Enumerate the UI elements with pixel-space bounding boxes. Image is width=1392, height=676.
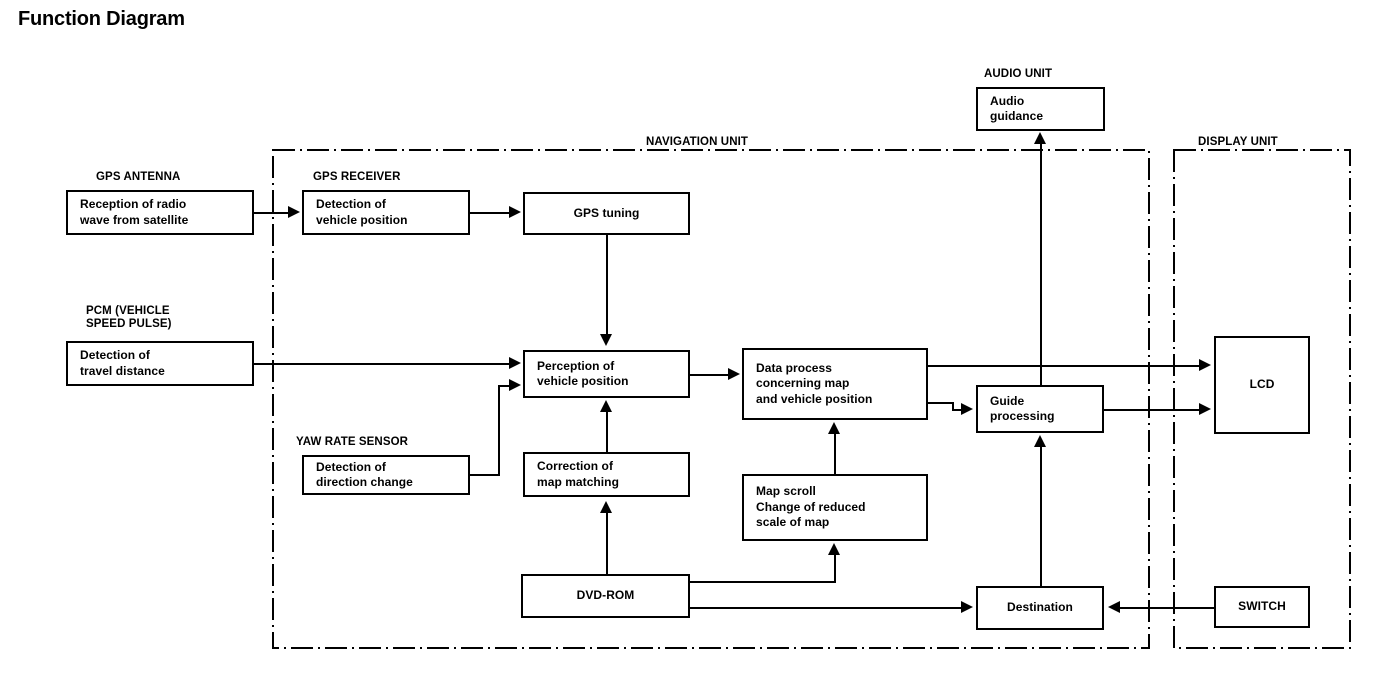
- node-gps-tuning-label: GPS tuning: [573, 205, 640, 220]
- edge-yaw-to-perception-v: [498, 385, 500, 476]
- edge-dvd-to-correction-line: [606, 513, 608, 575]
- node-correction-label: Correction of map matching: [537, 459, 619, 489]
- node-pcm-label: Detection of travel distance: [80, 348, 165, 378]
- node-audio-guidance[interactable]: Audio guidance: [976, 87, 1105, 131]
- edge-correction-to-perception-line: [606, 412, 608, 452]
- edge-mapscroll-to-dataprocess-arrow: [828, 422, 840, 434]
- node-gps-receiver-label: Detection of vehicle position: [316, 197, 408, 227]
- edge-dvd-to-mapscroll-h: [690, 581, 836, 583]
- edge-guide-to-lcd-arrow: [1199, 403, 1211, 415]
- node-map-scroll-label: Map scroll Change of reduced scale of ma…: [756, 484, 866, 530]
- node-gps-receiver[interactable]: Detection of vehicle position: [302, 190, 470, 235]
- edge-pcm-to-perception-line: [254, 363, 510, 365]
- edge-yaw-to-perception-arrow: [509, 379, 521, 391]
- edge-dataprocess-to-guide-h1: [928, 402, 954, 404]
- node-data-process-label: Data process concerning map and vehicle …: [756, 360, 873, 406]
- node-gps-antenna-label: Reception of radio wave from satellite: [80, 197, 189, 227]
- node-guide-processing[interactable]: Guide processing: [976, 385, 1104, 433]
- caption-gps-receiver: GPS RECEIVER: [313, 171, 401, 183]
- edge-dataprocess-to-guide-h2: [952, 409, 962, 411]
- edge-receiver-to-tuning-arrow: [509, 206, 521, 218]
- edge-correction-to-perception-arrow: [600, 400, 612, 412]
- edge-dataprocess-to-guide-arrow: [961, 403, 973, 415]
- edge-dataprocess-to-lcd-line: [928, 365, 1200, 367]
- caption-gps-antenna: GPS ANTENNA: [96, 171, 181, 183]
- edge-yaw-to-perception-h2: [498, 385, 512, 387]
- edge-guide-to-lcd-line: [1104, 409, 1200, 411]
- group-label-display-unit: DISPLAY UNIT: [1198, 136, 1278, 148]
- edge-dataprocess-to-guide-v: [952, 402, 954, 411]
- edge-pcm-to-perception-arrow: [509, 357, 521, 369]
- node-perception[interactable]: Perception of vehicle position: [523, 350, 690, 398]
- edge-dvd-to-mapscroll-arrow: [828, 543, 840, 555]
- edge-guide-to-audio-arrow: [1034, 132, 1046, 144]
- node-destination[interactable]: Destination: [976, 586, 1104, 630]
- edge-dvd-to-correction-arrow: [600, 501, 612, 513]
- node-destination-label: Destination: [1007, 600, 1073, 615]
- edge-antenna-to-receiver-arrow: [288, 206, 300, 218]
- edge-perception-to-dataprocess-arrow: [728, 368, 740, 380]
- node-correction[interactable]: Correction of map matching: [523, 452, 690, 497]
- node-pcm[interactable]: Detection of travel distance: [66, 341, 254, 386]
- edge-destination-to-guide-line: [1040, 447, 1042, 586]
- group-label-audio-unit: AUDIO UNIT: [984, 68, 1053, 80]
- edge-switch-to-destination-line: [1120, 607, 1214, 609]
- edge-perception-to-dataprocess-line: [690, 374, 730, 376]
- edge-dvd-to-destination-line: [690, 607, 962, 609]
- node-data-process[interactable]: Data process concerning map and vehicle …: [742, 348, 928, 420]
- page-title: Function Diagram: [18, 8, 185, 30]
- edge-dataprocess-to-lcd-arrow: [1199, 359, 1211, 371]
- caption-pcm: PCM (VEHICLE SPEED PULSE): [86, 305, 172, 331]
- edge-antenna-to-receiver-line: [254, 212, 290, 214]
- caption-yaw-rate-sensor: YAW RATE SENSOR: [296, 436, 409, 448]
- edge-guide-to-audio-line: [1040, 144, 1042, 385]
- node-dvd-rom-label: DVD-ROM: [576, 588, 635, 603]
- node-map-scroll[interactable]: Map scroll Change of reduced scale of ma…: [742, 474, 928, 541]
- node-lcd-label: LCD: [1249, 377, 1275, 392]
- edge-dvd-to-destination-arrow: [961, 601, 973, 613]
- node-gps-tuning[interactable]: GPS tuning: [523, 192, 690, 235]
- edge-mapscroll-to-dataprocess-line: [834, 434, 836, 474]
- node-lcd[interactable]: LCD: [1214, 336, 1310, 434]
- edge-dvd-to-mapscroll-v: [834, 555, 836, 583]
- node-switch-label: SWITCH: [1238, 599, 1286, 614]
- node-yaw-rate-sensor[interactable]: Detection of direction change: [302, 455, 470, 495]
- edge-destination-to-guide-arrow: [1034, 435, 1046, 447]
- node-gps-antenna[interactable]: Reception of radio wave from satellite: [66, 190, 254, 235]
- node-perception-label: Perception of vehicle position: [537, 358, 629, 388]
- edge-tuning-to-perception-line: [606, 235, 608, 335]
- group-label-navigation-unit: NAVIGATION UNIT: [646, 136, 749, 148]
- node-guide-processing-label: Guide processing: [990, 393, 1055, 423]
- edge-tuning-to-perception-arrow: [600, 334, 612, 346]
- edge-switch-to-destination-arrow: [1108, 601, 1120, 613]
- node-audio-guidance-label: Audio guidance: [990, 93, 1044, 123]
- edge-receiver-to-tuning-line: [470, 212, 510, 214]
- edge-yaw-to-perception-h1: [470, 474, 500, 476]
- node-yaw-rate-sensor-label: Detection of direction change: [316, 459, 413, 489]
- node-switch[interactable]: SWITCH: [1214, 586, 1310, 628]
- node-dvd-rom[interactable]: DVD-ROM: [521, 574, 690, 618]
